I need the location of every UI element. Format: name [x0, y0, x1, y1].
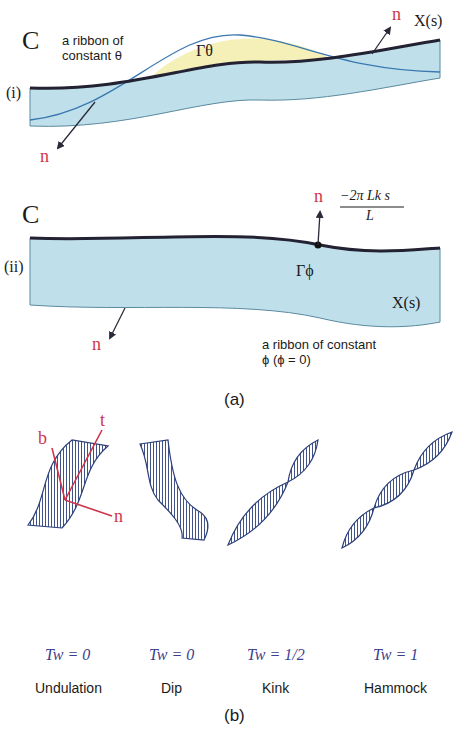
normal-label: n: [392, 4, 401, 25]
shape-name: Kink: [262, 680, 289, 696]
curve-c-ii: [30, 236, 440, 251]
shape-name: Undulation: [35, 680, 102, 696]
normal-arrow: [372, 28, 390, 54]
curve-name: C: [22, 26, 39, 56]
normal-label: n: [40, 146, 49, 167]
curve-label: X(s): [414, 12, 442, 30]
normal-label: n: [314, 186, 323, 207]
twist-value: Tw = 1/2: [247, 646, 305, 664]
ribbon-label: a ribbon of constant ϕ (ϕ = 0): [262, 338, 387, 368]
twist-value: Tw = 0: [149, 646, 194, 664]
curve-name: Γϕ: [296, 262, 314, 280]
undulation-ribbon: [28, 440, 108, 528]
twist-value: Tw = 1: [373, 646, 418, 664]
panel-label: (b): [224, 706, 245, 726]
shape-name: Hammock: [364, 680, 427, 696]
dip-ribbon: [140, 440, 208, 540]
frame-t: [65, 430, 102, 500]
curve-name: Γθ: [196, 42, 213, 60]
ribbon-label: a ribbon of constant θ: [62, 34, 142, 64]
fraction-bar: [340, 207, 404, 208]
panel-label: (a): [224, 390, 245, 410]
normal-arrow: [318, 212, 320, 245]
frame-label: b: [38, 428, 47, 449]
frame-label: n: [114, 506, 123, 527]
normal-arrow: [110, 308, 125, 338]
fraction-numerator: −2π Lk s: [340, 188, 390, 204]
frame-n: [65, 500, 112, 516]
normal-label: n: [92, 334, 101, 355]
curve-label: X(s): [392, 294, 420, 312]
fraction-denominator: L: [366, 208, 374, 224]
frame-b: [52, 448, 65, 500]
twist-value: Tw = 0: [45, 646, 90, 664]
curve-name: C: [22, 200, 39, 230]
panel-label: (ii): [4, 258, 24, 276]
panel-label: (i): [6, 84, 21, 102]
shape-name: Dip: [161, 680, 182, 696]
normal-arrow: [58, 102, 95, 148]
hammock-ribbon: [342, 432, 452, 548]
frame-label: t: [100, 410, 105, 431]
ribbon-ii: [30, 236, 440, 326]
kink-ribbon: [228, 440, 318, 545]
